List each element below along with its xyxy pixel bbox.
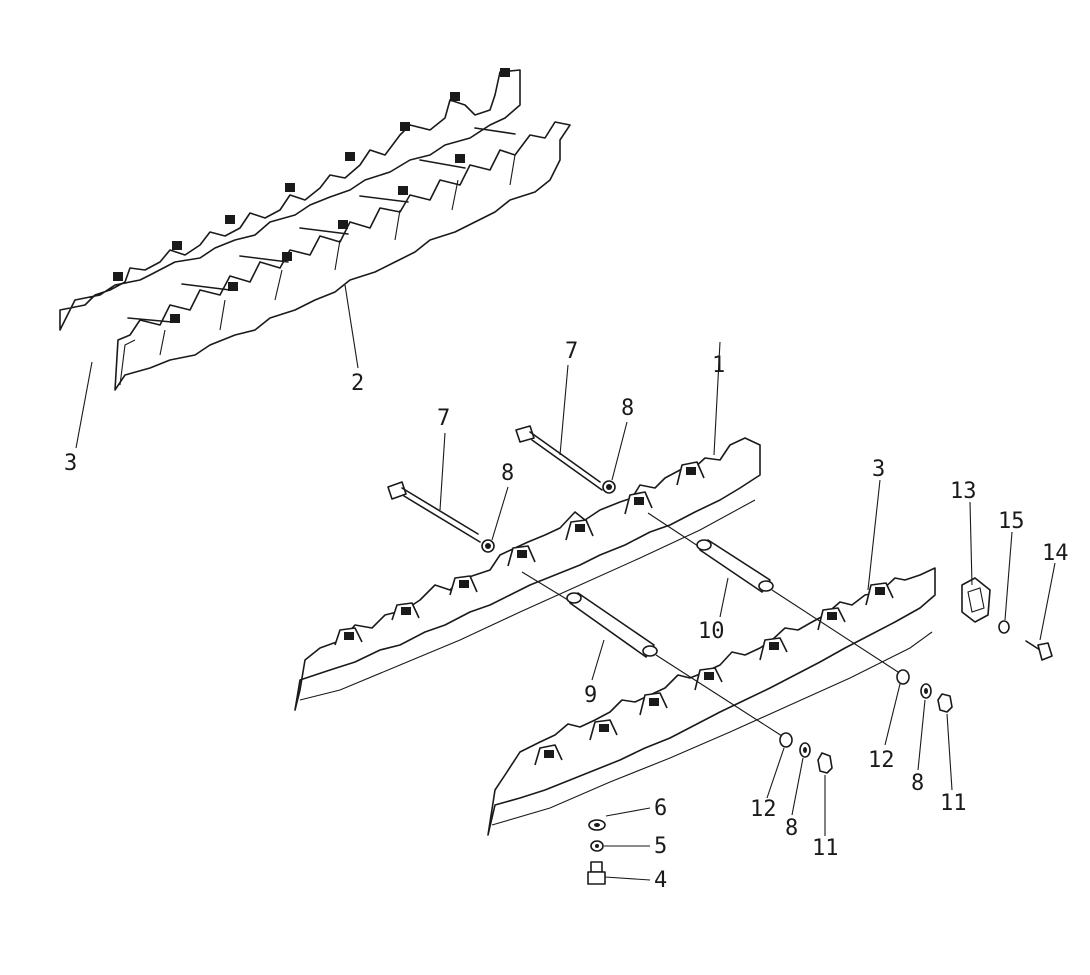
- bushing-9: [521, 571, 783, 737]
- washer-12-lower: [779, 732, 793, 748]
- callout-6: 6: [654, 796, 667, 821]
- master-link-clip-13: [961, 577, 991, 623]
- callout-11-upper: 11: [940, 791, 967, 816]
- callout-2: 2: [351, 371, 364, 396]
- callout-7-lower: 7: [437, 406, 450, 431]
- callout-8-right-upper: 8: [911, 771, 924, 796]
- nut-6: [588, 819, 606, 831]
- callout-14: 14: [1042, 541, 1069, 566]
- callout-3-right: 3: [872, 457, 885, 482]
- callout-12-upper: 12: [868, 748, 895, 773]
- assembled-track-link: [59, 68, 571, 391]
- callout-8-lower: 8: [501, 461, 514, 486]
- callout-5: 5: [654, 834, 667, 859]
- callout-8-right-lower: 8: [785, 816, 798, 841]
- washer-15: [998, 620, 1010, 634]
- bolt-14: [1025, 640, 1053, 661]
- bushing-10: [647, 512, 899, 673]
- callout-12-lower: 12: [750, 797, 777, 822]
- callout-4: 4: [654, 868, 667, 893]
- washer-12-upper: [896, 669, 910, 685]
- master-pin-upper: [515, 425, 603, 491]
- callout-3-upper: 3: [64, 451, 77, 476]
- nut-11-lower: [817, 752, 833, 774]
- callout-7-upper: 7: [565, 339, 578, 364]
- bolt-4: [587, 861, 606, 885]
- callout-11-lower: 11: [812, 836, 839, 861]
- callout-13: 13: [950, 479, 977, 504]
- callout-labels: 1 2 3 3 4 5 6 7 7 8 8 8 8 9 10 11 11 12 …: [64, 339, 1069, 893]
- callout-15: 15: [998, 509, 1025, 534]
- master-pin-lower: [387, 481, 481, 543]
- callout-8-upper: 8: [621, 396, 634, 421]
- leader-lines: [75, 284, 1056, 881]
- exploded-link-rail-right: [487, 567, 936, 836]
- exploded-link-rail-left: [294, 437, 761, 711]
- callout-1: 1: [712, 353, 725, 378]
- spacer-8-right-lower: [799, 742, 811, 758]
- callout-10: 10: [698, 619, 725, 644]
- callout-9: 9: [584, 683, 597, 708]
- nut-11-upper: [937, 693, 953, 713]
- spacer-8-right-upper: [920, 683, 932, 699]
- washer-5: [590, 840, 604, 852]
- spacer-8-lower: [481, 539, 495, 553]
- spacer-8-upper: [602, 480, 616, 494]
